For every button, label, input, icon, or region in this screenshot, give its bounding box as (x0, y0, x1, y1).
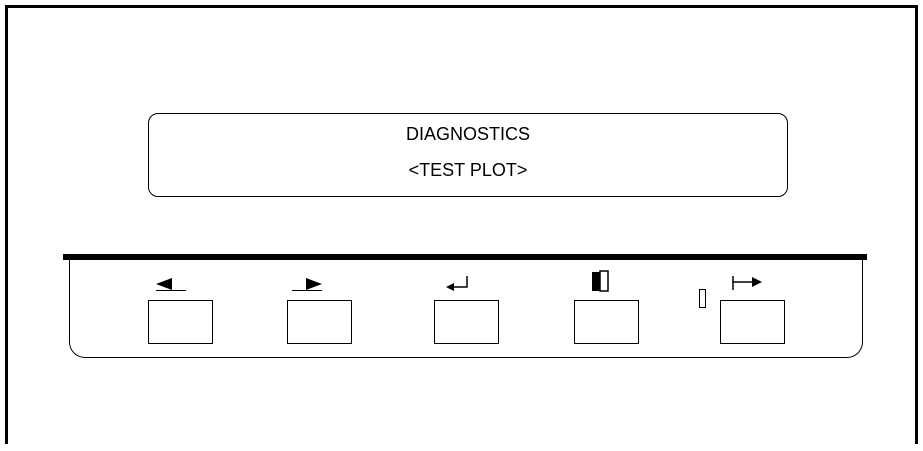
control-panel (69, 260, 863, 358)
led-indicator (699, 289, 706, 308)
panel-top-bar (63, 254, 867, 260)
online-key[interactable] (720, 300, 785, 344)
lcd-display: DIAGNOSTICS <TEST PLOT> (148, 113, 788, 197)
left-arrow-key[interactable] (148, 300, 213, 344)
right-arrow-icon (292, 278, 322, 291)
enter-icon (446, 276, 468, 291)
online-arrow-icon (732, 276, 762, 290)
display-line-1: DIAGNOSTICS (405, 124, 530, 144)
paper-key[interactable] (574, 300, 639, 344)
right-arrow-key[interactable] (287, 300, 352, 344)
device-frame (5, 5, 918, 444)
display-line-2: <TEST PLOT> (408, 160, 528, 180)
paper-icon (592, 270, 609, 292)
left-arrow-icon (156, 278, 186, 291)
enter-key[interactable] (434, 300, 499, 344)
